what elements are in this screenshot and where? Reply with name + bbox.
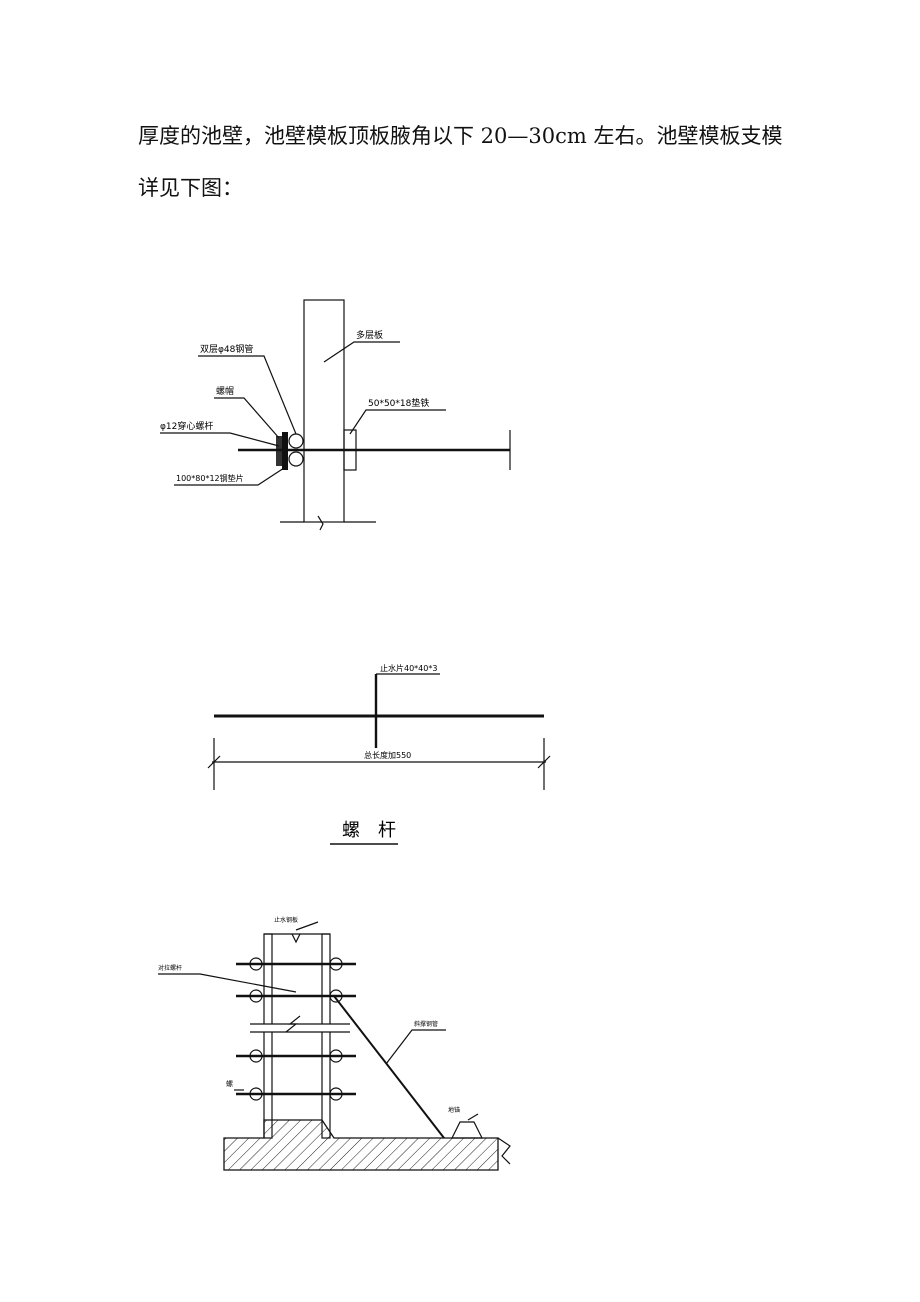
nut: [329, 957, 343, 971]
label-waterstop-steel: 止水钢板: [274, 916, 298, 924]
nut: [329, 989, 343, 1003]
label-waterstop: 止水片40*40*3: [380, 663, 437, 673]
label-steel-pipe: 双层φ48钢管: [200, 343, 253, 355]
label-steel-washer: 100*80*12钢垫片: [176, 473, 244, 483]
diagonal-brace: [333, 995, 445, 1139]
label-anchor: 地锚: [448, 1106, 460, 1114]
label-nut: 螺帽: [216, 385, 234, 397]
label-length: 总长度加550: [364, 750, 411, 760]
formwork-elevation-figure: 止水钢板 对拉螺杆 螺 斜撑钢管 地锚: [158, 916, 511, 1171]
label-nut: 螺: [226, 1079, 233, 1088]
nut: [329, 1049, 343, 1063]
dimension-tick-left: [207, 755, 221, 769]
label-through-bolt: φ12穿心螺杆: [160, 420, 213, 432]
leader-bolt: [160, 432, 280, 447]
leader-tie-bar: [158, 973, 297, 993]
leader-top: [295, 921, 319, 931]
dimension-tick-right: [537, 755, 551, 769]
break-zigzag: [285, 1015, 301, 1033]
label-tie-bar: 对拉螺杆: [158, 964, 182, 972]
nut: [249, 957, 263, 971]
nut: [249, 1087, 263, 1101]
leader-washer: [174, 467, 285, 486]
waterstop-notch: [291, 933, 301, 944]
plywood-board: [303, 299, 345, 523]
body-text: 厚度的池壁，池壁模板顶板腋角以下 20—30cm 左右。池壁模板支模 详见下图：: [138, 110, 798, 214]
paragraph-line-1: 厚度的池壁，池壁模板顶板腋角以下 20—30cm 左右。池壁模板支模: [138, 124, 783, 148]
bolt-figure: 止水片40*40*3 总长度加550 螺 杆: [207, 663, 551, 845]
leader-board: [323, 341, 400, 363]
slab-break-mark: [497, 1137, 511, 1165]
leader-steel: [349, 409, 446, 435]
label-plywood: 多层板: [356, 329, 383, 341]
nut: [249, 1049, 263, 1063]
figure-caption: 螺 杆: [342, 820, 396, 841]
leader-nut: [214, 397, 280, 439]
leader-pipe: [198, 355, 297, 435]
leader-brace: [385, 1029, 446, 1065]
steel-pipe-top: [288, 433, 304, 449]
leader-anchor: [467, 1113, 479, 1121]
steel-pipe-bottom: [288, 451, 304, 467]
paragraph-line-2: 详见下图：: [138, 176, 243, 200]
nut: [249, 989, 263, 1003]
break-mark: [317, 515, 324, 531]
nut: [329, 1087, 343, 1101]
label-brace: 斜撑钢管: [414, 1020, 438, 1028]
break-gap: [250, 1024, 350, 1032]
ground-anchor: [451, 1121, 483, 1139]
wall-formwork-detail-figure: 双层φ48钢管 螺帽 φ12穿心螺杆 100*80*12钢垫片 多层板 50*5…: [160, 299, 511, 531]
label-steel-pad: 50*50*18垫铁: [368, 397, 429, 409]
